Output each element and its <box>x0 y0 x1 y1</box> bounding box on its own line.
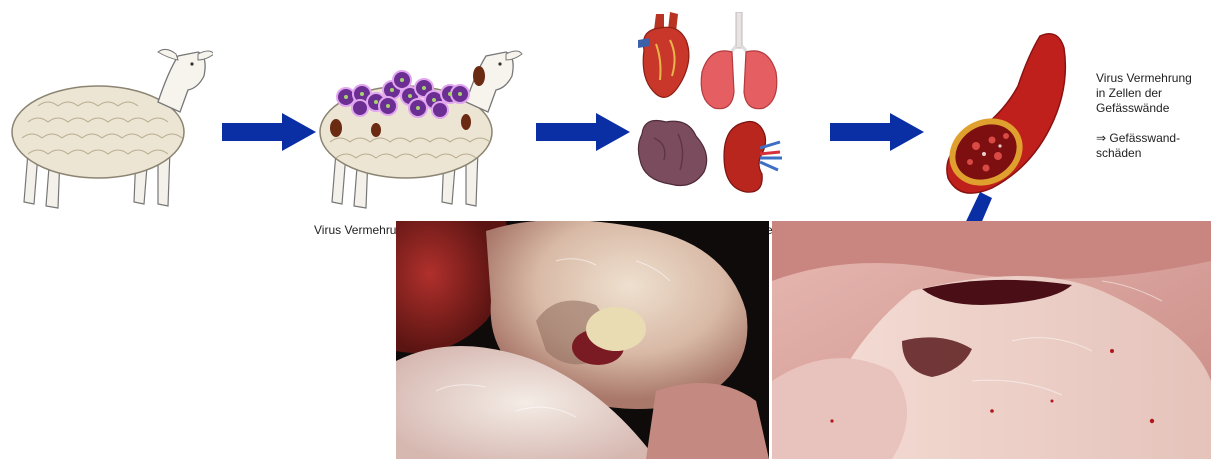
side-note-line: schäden <box>1096 146 1208 161</box>
side-note-line: in Zellen der <box>1096 86 1208 101</box>
side-note-line: Gefässwände <box>1096 101 1208 116</box>
process-arrow <box>536 113 630 151</box>
heart-icon <box>634 10 694 108</box>
kidney-icon <box>720 118 784 196</box>
infected-sheep-illustration <box>316 42 526 214</box>
pathology-photo-heart <box>396 221 769 459</box>
side-note-conclusion: ⇒ Gefässwand- <box>1096 131 1208 146</box>
side-note-line: Virus Vermehrung <box>1096 71 1208 86</box>
implies-arrow-icon: ⇒ <box>1096 131 1106 145</box>
pathology-photo-vessel <box>772 221 1211 459</box>
blood-vessel-illustration <box>940 28 1085 200</box>
lungs-icon <box>696 12 782 112</box>
side-note-line: Gefässwand- <box>1109 131 1180 145</box>
process-arrow <box>222 113 316 151</box>
step-caption-left: Virus Vermehru <box>314 223 396 238</box>
process-arrow <box>830 113 924 151</box>
healthy-sheep-illustration <box>8 42 213 214</box>
side-note: Virus Vermehrung in Zellen der Gefässwän… <box>1096 71 1208 161</box>
spleen-icon <box>634 114 712 190</box>
